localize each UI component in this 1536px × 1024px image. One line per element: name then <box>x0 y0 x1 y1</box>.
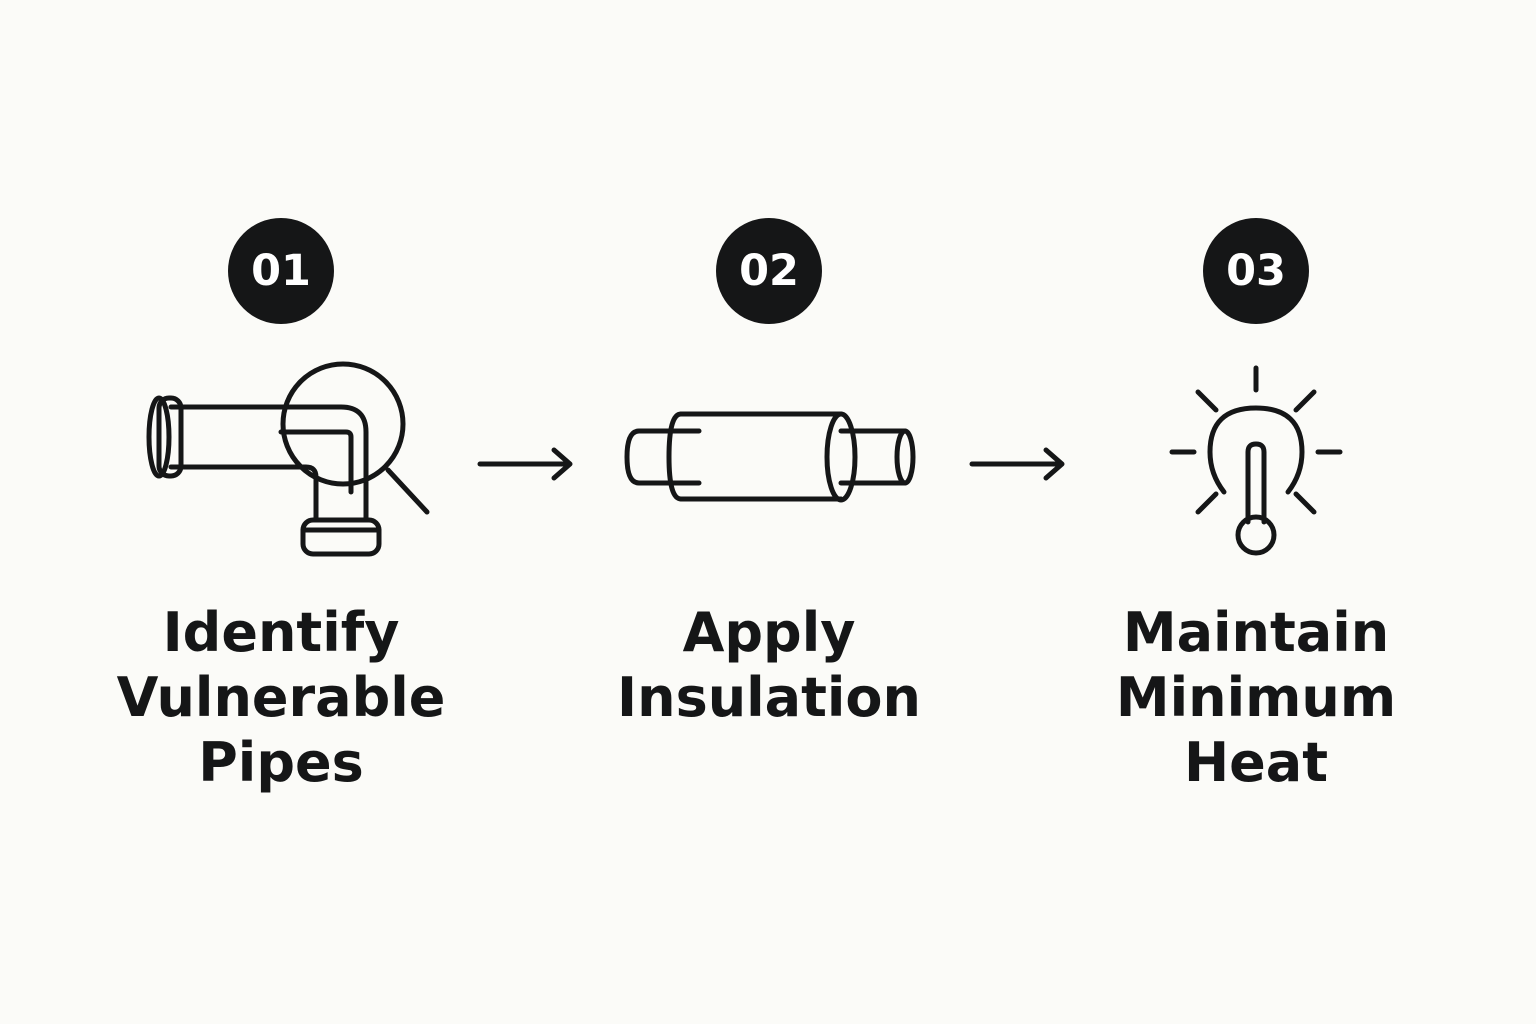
step-number-badge: 01 <box>228 218 334 324</box>
arrow-right-icon <box>968 444 1068 484</box>
step-label-line: Vulnerable <box>116 666 446 729</box>
step-label: Apply Insulation <box>559 600 979 730</box>
step-heat: 03 Maintain Minimum Heat <box>1046 0 1466 1024</box>
step-label: Maintain Minimum Heat <box>1046 600 1466 795</box>
insulated-pipe-icon <box>619 352 919 572</box>
step-label: Identify Vulnerable Pipes <box>71 600 491 795</box>
step-label-line: Insulation <box>617 666 921 729</box>
step-identify: 01 Identify <box>71 0 491 1024</box>
step-insulation: 02 Apply Insulation <box>559 0 979 1024</box>
thermometer-heat-icon <box>1106 352 1406 572</box>
step-label-line: Identify <box>162 601 400 664</box>
step-label-line: Pipes <box>198 731 364 794</box>
step-label-line: Maintain <box>1122 601 1390 664</box>
step-number-badge: 02 <box>716 218 822 324</box>
step-number-badge: 03 <box>1203 218 1309 324</box>
step-label-line: Apply <box>682 601 856 664</box>
step-label-line: Heat <box>1183 731 1329 794</box>
pipe-magnifier-icon <box>131 352 431 572</box>
arrow-right-icon <box>476 444 576 484</box>
step-label-line: Minimum <box>1115 666 1397 729</box>
